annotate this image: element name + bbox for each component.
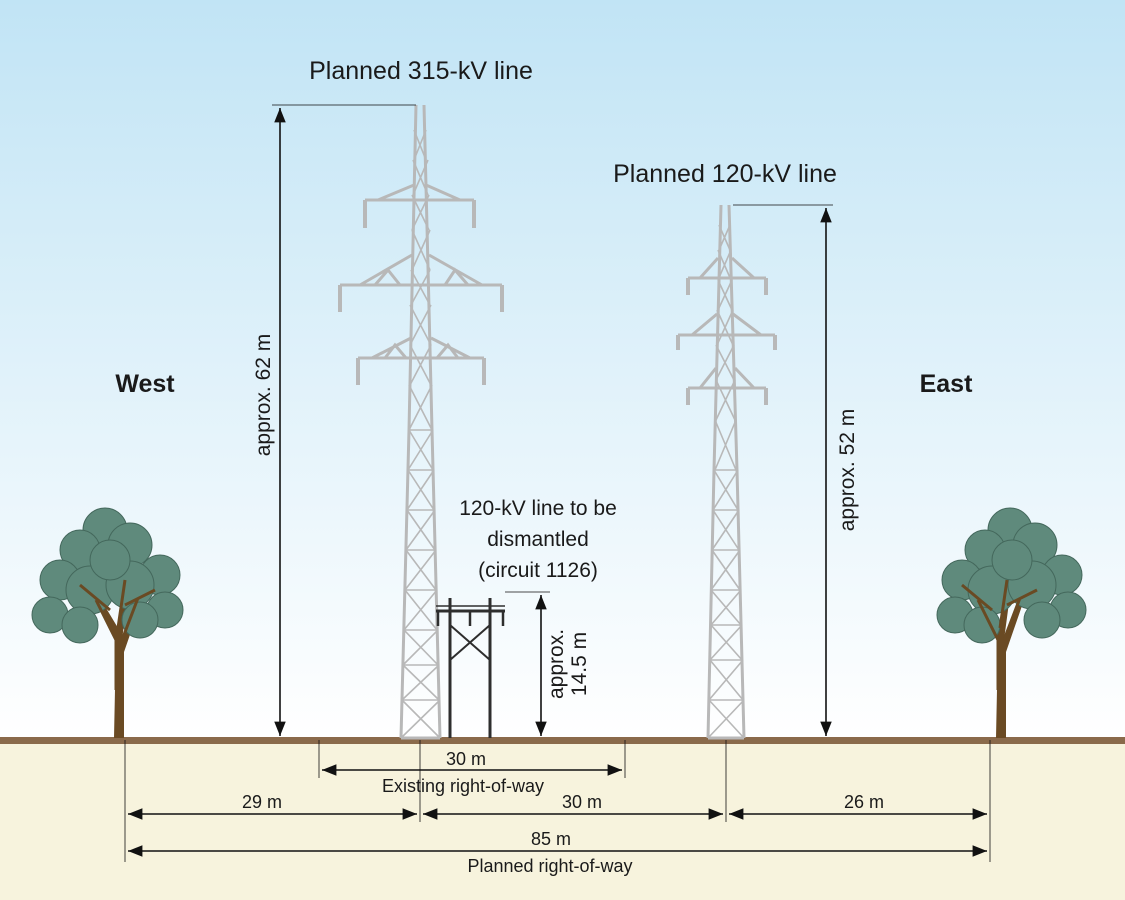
height-dimensions [272, 104, 833, 736]
planned-width-label: 85 m [531, 829, 571, 849]
title-315kv: Planned 315-kV line [309, 57, 533, 85]
width-dimensions [124, 740, 991, 862]
existing-row-caption: Existing right-of-way [382, 776, 544, 796]
tree-west [31, 507, 184, 738]
planned-row-caption: Planned right-of-way [467, 856, 632, 876]
middle-span-label: 30 m [562, 792, 602, 812]
west-span-label: 29 m [242, 792, 282, 812]
tree-east [936, 507, 1087, 738]
direction-east: East [920, 370, 973, 398]
tower-315kv [338, 104, 504, 740]
ground [0, 740, 1125, 900]
height-label-120kv: approx. 52 m [836, 409, 859, 532]
height-label-old-2: 14.5 m [568, 632, 591, 696]
old-line-title-3: (circuit 1126) [478, 559, 598, 582]
east-span-label: 26 m [844, 792, 884, 812]
tower-120kv [676, 204, 777, 740]
title-120kv: Planned 120-kV line [613, 160, 837, 188]
ground-strip [0, 737, 1125, 744]
height-label-315kv: approx. 62 m [252, 334, 275, 457]
old-line-title-1: 120-kV line to be [459, 497, 617, 520]
height-label-old-1: approx. [545, 629, 568, 699]
old-line-title-2: dismantled [487, 528, 589, 551]
direction-west: West [115, 370, 175, 398]
existing-width-label: 30 m [446, 749, 486, 769]
old-h-frame-structure [436, 598, 505, 738]
